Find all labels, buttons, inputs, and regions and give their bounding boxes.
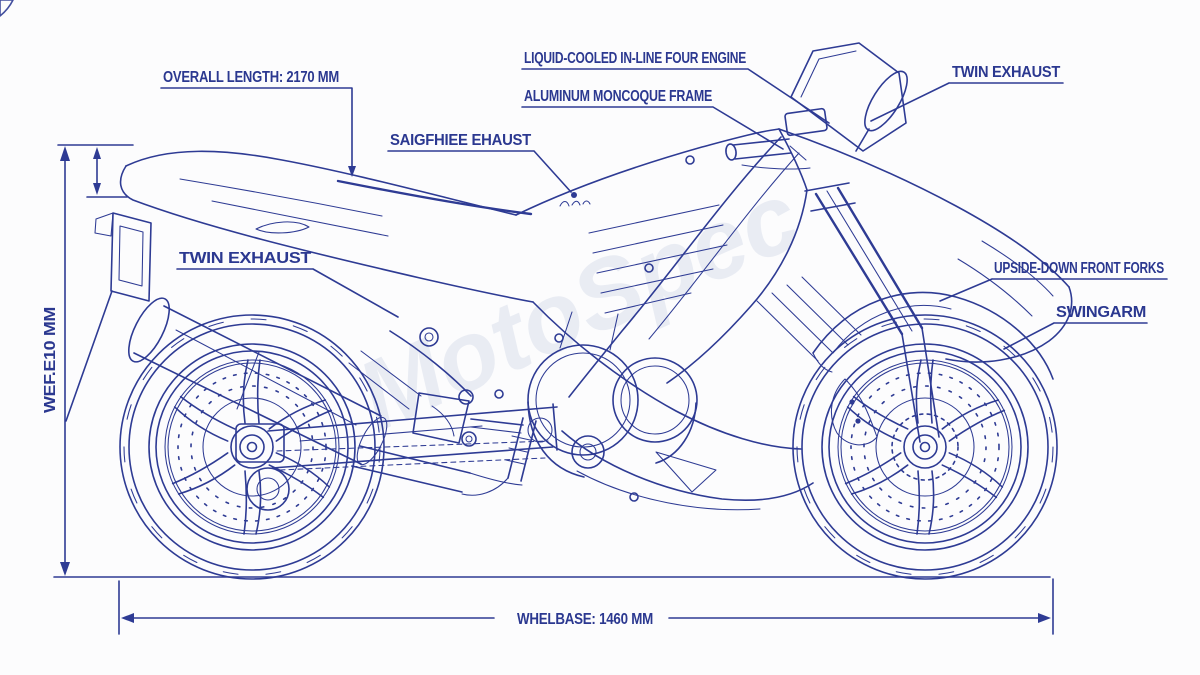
swingarm-label: SWINGARM	[1056, 304, 1146, 321]
windscreen-and-controls	[725, 42, 908, 170]
license-hanger	[65, 212, 152, 422]
twin-exhaust-top-label: TWIN EXHAUST	[952, 64, 1060, 81]
callout-leader-lines	[160, 68, 1168, 350]
dimension-lines	[53, 144, 1054, 635]
front-forks-label: UPSIDE-DOWN FRONT FORKS	[994, 260, 1164, 277]
exhaust-muffler	[127, 297, 523, 493]
twin-exhaust-left-label: TWIN EXHAUST	[179, 250, 312, 267]
motorcycle-drawing	[65, 42, 1073, 579]
front-fairing	[532, 128, 1073, 511]
wheelbase-label: WHELBASE: 1460 MM	[517, 611, 653, 628]
overall-length-label: OVERALL LENGTH: 2170 MM	[163, 69, 339, 86]
exhaust-garbled-label: SAIGFHIEE EHAUST	[390, 132, 531, 149]
height-vertical-label: WEF.E10 MM	[42, 307, 59, 413]
engine-cases	[527, 136, 800, 478]
footpeg-bracket	[348, 327, 524, 447]
corner-artifact	[0, 0, 14, 17]
bolt-details	[494, 155, 695, 502]
watermark-text: MotoSpec	[342, 160, 814, 451]
front-wheel	[793, 315, 1057, 579]
engine-label: LIQUID-COOLED IN-LINE FOUR ENGINE	[524, 50, 746, 67]
rear-wheel	[120, 315, 549, 579]
swingarm-shape	[267, 403, 558, 496]
frame-label: ALUMINUM MONCOQUE FRAME	[524, 88, 712, 105]
front-forks-shape	[804, 182, 1054, 443]
tail-and-seat	[119, 128, 780, 303]
